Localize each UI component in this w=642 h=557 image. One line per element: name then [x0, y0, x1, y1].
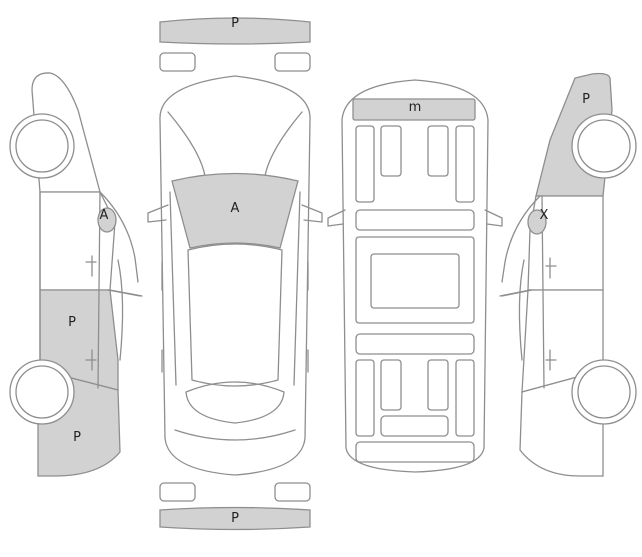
rear-left-light [159, 482, 196, 502]
right-front-door-mark: X [540, 208, 549, 223]
left-front-door-mark: A [100, 208, 109, 223]
rear-right-light [274, 482, 311, 502]
front-left-light [159, 52, 196, 72]
front-right-light [274, 52, 311, 72]
roof-mark: m [409, 100, 422, 115]
front-bumper-panel[interactable] [159, 17, 311, 45]
rear-bumper-panel[interactable] [159, 506, 311, 531]
front-bumper-mark: P [231, 16, 239, 31]
right-rear-fender-mark: P [582, 92, 590, 107]
top-view-car [147, 75, 323, 476]
right-side-view [499, 72, 637, 477]
left-rear-door-mark: P [68, 315, 76, 330]
left-side-view [9, 72, 143, 477]
interior-view [327, 79, 503, 473]
windshield-mark: A [231, 201, 240, 216]
left-quarter-mark: P [73, 430, 81, 445]
rear-bumper-mark: P [231, 511, 239, 526]
windshield-panel[interactable] [171, 172, 299, 249]
roof-panel[interactable] [352, 98, 476, 121]
